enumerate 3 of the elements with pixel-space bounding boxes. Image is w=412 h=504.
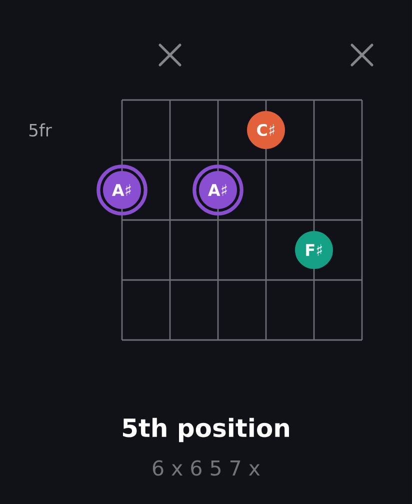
title: 5th position [123, 418, 289, 442]
fret-numbers: 6 x 6 5 7 x [152, 460, 260, 476]
fret-label: 5fr [29, 123, 52, 137]
